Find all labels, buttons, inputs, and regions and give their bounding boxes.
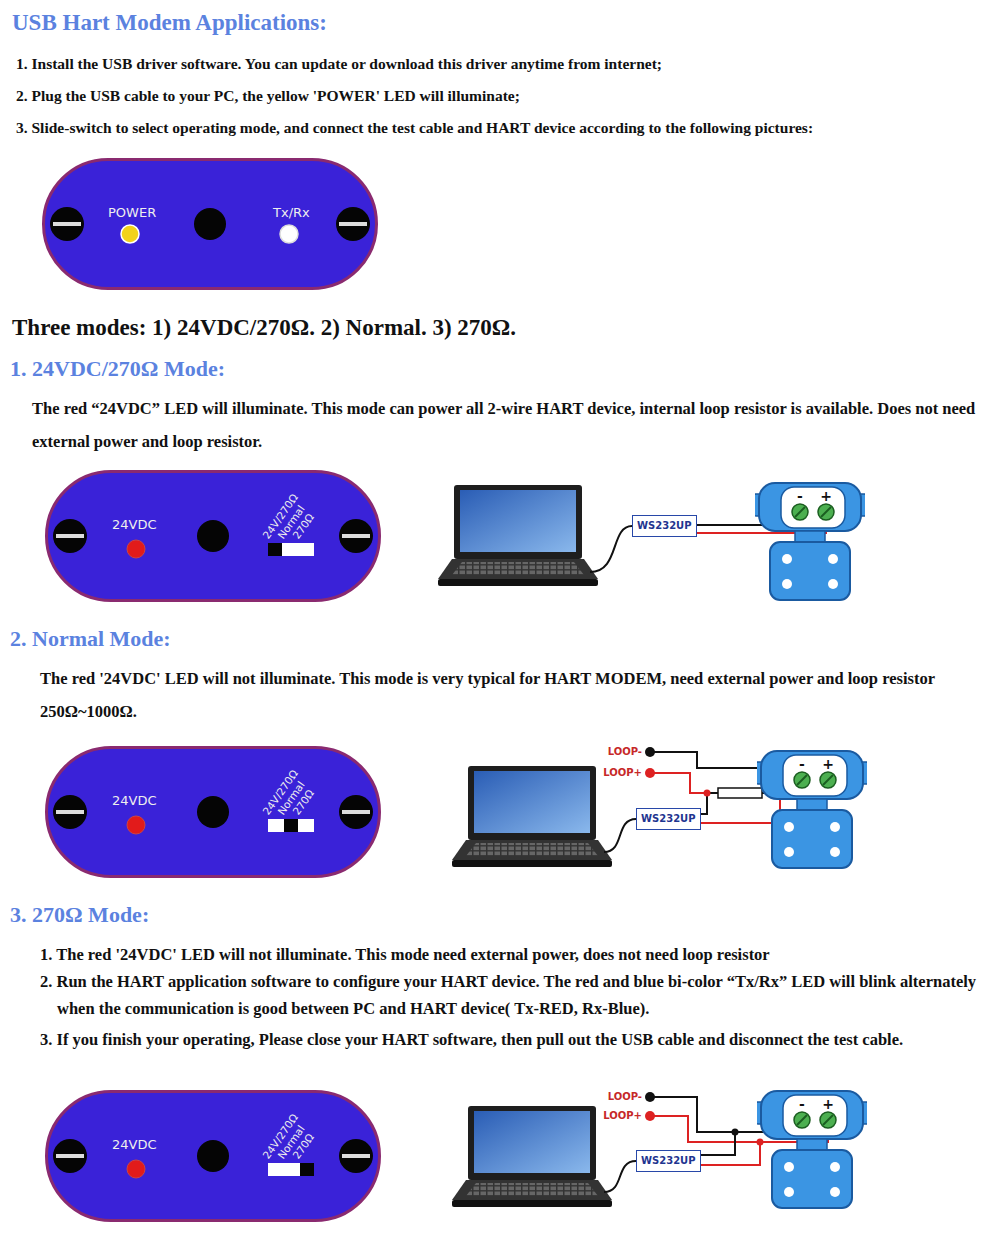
led-label: POWER: [108, 205, 156, 220]
loop-label: LOOP-: [598, 746, 642, 758]
panel-graphic: [48, 749, 378, 875]
instruction-step: 1. Install the USB driver software. You …: [16, 54, 991, 74]
mode-heading: 2. Normal Mode:: [10, 626, 171, 652]
mode-note: 2. Run the HART application software to …: [40, 968, 1000, 1022]
led-label: 24VDC: [112, 517, 157, 532]
mode-description: The red '24VDC' LED will not illuminate.…: [40, 662, 990, 728]
modem-label: WS232UP: [641, 812, 696, 826]
transmitter-graphic: [755, 480, 865, 602]
modem-label: WS232UP: [637, 519, 692, 533]
terminal-sign: +: [822, 1097, 834, 1111]
led-label: 24VDC: [112, 793, 157, 808]
modem-box: WS232UP: [636, 1150, 701, 1172]
device-panel: 24VDC24V/270ΩNormal270Ω: [45, 746, 381, 878]
mode-heading: 3. 270Ω Mode:: [10, 902, 149, 928]
panel-graphic: [48, 1093, 378, 1219]
led-label: 24VDC: [112, 1137, 157, 1152]
mode-note: 3. If you finish your operating, Please …: [40, 1026, 1000, 1053]
panel-graphic: [45, 161, 375, 287]
terminal-sign: +: [820, 489, 832, 503]
panel-graphic: [48, 473, 378, 599]
modem-label: WS232UP: [641, 1154, 696, 1168]
transmitter-graphic: [757, 1088, 867, 1210]
modem-box: WS232UP: [636, 808, 701, 830]
panel-graphic: [48, 1093, 378, 1219]
hart-transmitter: -+: [757, 1088, 867, 1210]
device-panel: 24VDC24V/270ΩNormal270Ω: [45, 470, 381, 602]
modem-box: WS232UP: [632, 515, 697, 537]
mode-description: The red “24VDC” LED will illuminate. Thi…: [32, 392, 992, 458]
loop-terminal: [645, 747, 655, 1121]
panel-graphic: [48, 473, 378, 599]
page-title: USB Hart Modem Applications:: [12, 10, 327, 36]
terminal-sign: -: [794, 489, 806, 503]
resistor-symbol: [718, 788, 762, 798]
transmitter-graphic: [757, 748, 867, 870]
terminal-sign: +: [822, 757, 834, 771]
loop-label: LOOP+: [598, 767, 642, 779]
panel-graphic: [45, 161, 375, 287]
led-label: Tx/Rx: [273, 205, 310, 220]
hart-transmitter: -+: [755, 480, 865, 602]
mode-note: 1. The red '24VDC' LED will not illumina…: [40, 941, 1000, 968]
hart-transmitter: -+: [757, 748, 867, 870]
terminal-sign: -: [796, 1097, 808, 1111]
transmitter-graphic: [757, 1088, 867, 1210]
laptop: [438, 485, 612, 1207]
mode-heading: 1. 24VDC/270Ω Mode:: [10, 356, 225, 382]
device-panel: 24VDC24V/270ΩNormal270Ω: [45, 1090, 381, 1222]
transmitter-graphic: [755, 480, 865, 602]
instruction-step: 3. Slide-switch to select operating mode…: [16, 118, 996, 138]
transmitter-graphic: [757, 748, 867, 870]
terminal-sign: -: [796, 757, 808, 771]
instruction-step: 2. Plug the USB cable to your PC, the ye…: [16, 86, 991, 106]
section-heading: Three modes: 1) 24VDC/270Ω. 2) Normal. 3…: [12, 315, 516, 341]
panel-graphic: [48, 749, 378, 875]
loop-label: LOOP-: [598, 1091, 642, 1103]
loop-label: LOOP+: [598, 1110, 642, 1122]
device-panel: POWER Tx/Rx: [42, 158, 378, 290]
